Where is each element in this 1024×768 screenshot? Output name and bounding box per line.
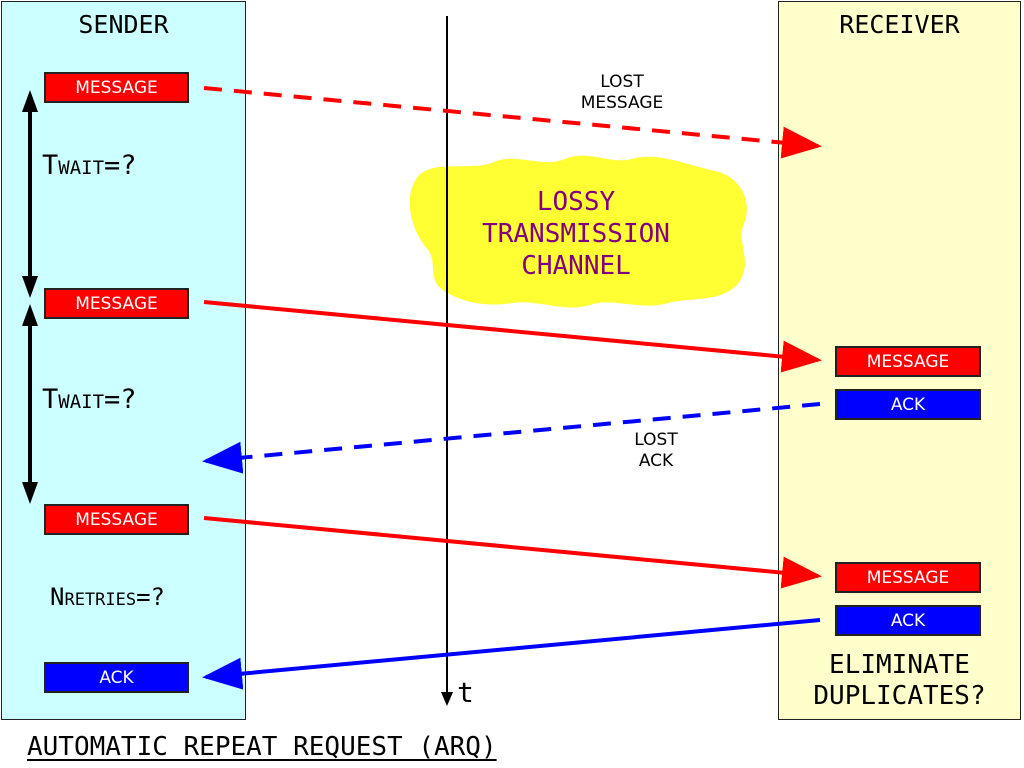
channel-line1: LOSSY [536, 187, 616, 217]
twait-2-sub: WAIT [58, 391, 105, 413]
lost-ack-label: LOST ACK [606, 430, 706, 472]
sender-message-box-1: MESSAGE [44, 72, 189, 103]
sender-ack-box: ACK [44, 662, 189, 693]
lost-ack-line2: ACK [638, 451, 674, 471]
receiver-note: ELIMINATE DUPLICATES? [779, 650, 1020, 712]
receiver-message-box-2: MESSAGE [835, 562, 981, 593]
lost-message-label: LOST MESSAGE [562, 72, 682, 114]
sender-title: SENDER [78, 10, 169, 39]
nretries-main: N [50, 583, 65, 611]
receiver-note-line1: ELIMINATE [829, 650, 970, 680]
receiver-note-line2: DUPLICATES? [813, 681, 986, 711]
nretries-sub: RETRIES [64, 590, 137, 610]
sender-panel: SENDER [1, 1, 246, 720]
message-arrow-3 [203, 516, 822, 589]
diagram-title: AUTOMATIC REPEAT REQUEST (ARQ) [27, 732, 497, 762]
twait-1-sub: WAIT [58, 157, 105, 179]
lost-ack-line1: LOST [634, 430, 678, 450]
lost-message-arrow [203, 86, 822, 159]
lost-message-line1: LOST [600, 72, 644, 92]
time-axis-arrowhead [441, 692, 453, 706]
sender-message-box-2: MESSAGE [44, 288, 189, 319]
twait-label-1: TWAIT=? [42, 150, 137, 181]
twait-2-main: T [42, 384, 59, 415]
receiver-ack-box-1: ACK [835, 389, 981, 420]
twait-label-2: TWAIT=? [42, 384, 137, 415]
sender-message-box-3: MESSAGE [44, 504, 189, 535]
twait-1-suffix: =? [104, 150, 137, 181]
nretries-suffix: =? [136, 583, 166, 611]
ack-arrow-2 [202, 618, 821, 690]
twait-2-suffix: =? [104, 384, 137, 415]
channel-line2: TRANSMISSION [482, 219, 670, 249]
nretries-label: NRETRIES=? [50, 583, 165, 611]
twait-1-main: T [42, 150, 59, 181]
twait-arrow-2-top [22, 304, 38, 326]
message-arrow-2 [203, 300, 822, 373]
twait-arrow-1-top [22, 90, 38, 112]
lost-ack-arrow [202, 402, 821, 474]
channel-label: LOSSY TRANSMISSION CHANNEL [430, 186, 722, 282]
receiver-title: RECEIVER [839, 10, 960, 39]
receiver-message-box-1: MESSAGE [835, 346, 981, 377]
twait-arrow-2-bottom [22, 482, 38, 504]
channel-line3: CHANNEL [521, 251, 631, 281]
receiver-ack-box-2: ACK [835, 605, 981, 636]
twait-arrow-1-bottom [22, 276, 38, 298]
lost-message-line2: MESSAGE [580, 93, 664, 113]
time-axis-label: t [457, 676, 474, 709]
